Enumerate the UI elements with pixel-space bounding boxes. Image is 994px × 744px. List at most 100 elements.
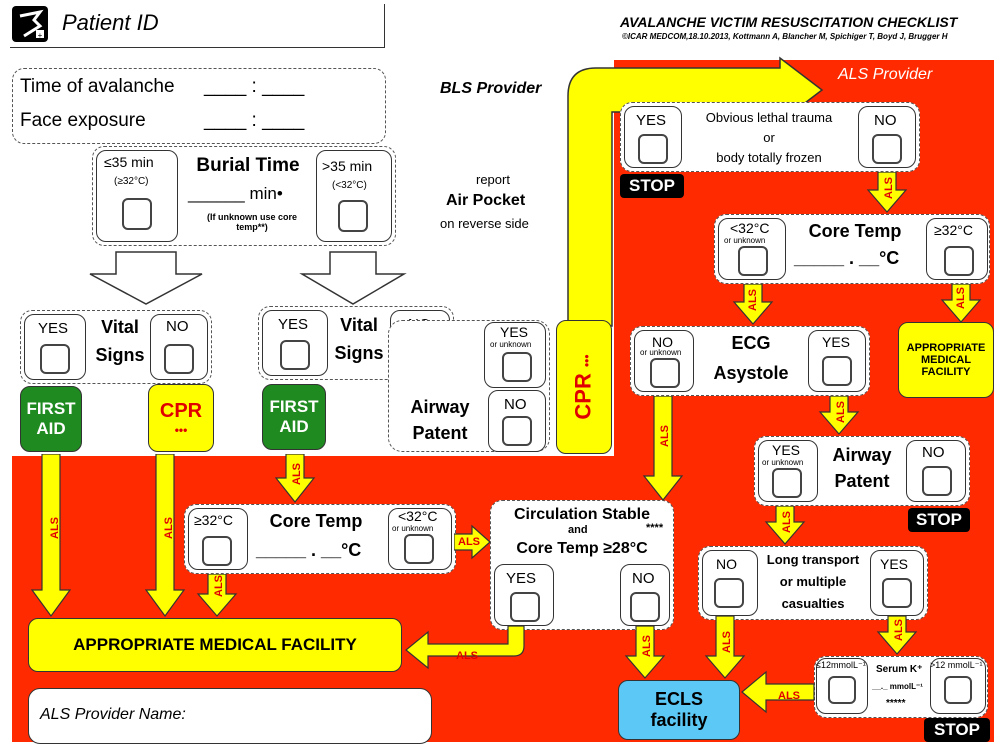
core-right-right-label: ≥32°C: [934, 222, 973, 238]
ecg-no-label: NO: [652, 334, 673, 350]
ecg-label-1: ECG: [731, 333, 771, 353]
als-tag-5: ALS: [458, 536, 480, 548]
burial-left-sub: (≥32°C): [114, 176, 149, 187]
ecls-line-1: ECLS: [654, 689, 703, 709]
patient-id-label: Patient ID: [62, 10, 159, 35]
airway-left-no-checkbox[interactable]: [502, 416, 532, 446]
core-bottom-value[interactable]: _____ . __°C: [256, 540, 362, 560]
serum-left-label: ≤12mmolL⁻¹: [816, 660, 866, 670]
airway-left-yes-option: [484, 322, 546, 388]
core-right-high-checkbox[interactable]: [944, 246, 974, 276]
core-bottom-right-sub: or unknown: [392, 524, 434, 533]
vital1-yes-checkbox[interactable]: [40, 344, 70, 374]
arrow-serum-to-ecls: [741, 670, 815, 714]
arrow-core-bottom-down: [196, 574, 238, 617]
cpr-tall-dots: •••: [580, 354, 594, 368]
checklist-title: AVALANCHE VICTIM RESUSCITATION CHECKLIST: [620, 14, 958, 30]
first-aid-1-line1: FIRST: [26, 399, 76, 418]
cpr-tall-label: CPR: [571, 373, 596, 420]
appropriate-bottom-label: APPROPRIATE MEDICAL FACILITY: [73, 635, 357, 654]
burial-long-checkbox[interactable]: [338, 200, 368, 232]
vital1-no-label: NO: [166, 318, 189, 335]
airway-left-label-1: Airway: [410, 397, 470, 417]
transport-no-checkbox[interactable]: [714, 578, 744, 608]
arrow-circulation-to-facility: [405, 626, 525, 670]
als-tag-2: ALS: [163, 517, 175, 539]
ecg-label-2: Asystole: [713, 363, 789, 383]
als-tag-16: ALS: [778, 690, 800, 702]
arrow-ecg-no-down: [642, 396, 684, 501]
serum-low-checkbox[interactable]: [828, 676, 856, 704]
serum-high-checkbox[interactable]: [944, 676, 972, 704]
vital2-yes-label: YES: [278, 316, 309, 333]
cpr-box-left: CPR•••: [148, 384, 214, 452]
airway-left-label-2: Patent: [412, 423, 468, 443]
bls-provider-label: BLS Provider: [440, 80, 542, 97]
serum-stop-badge: STOP: [924, 718, 990, 742]
core-right-low-checkbox[interactable]: [738, 246, 768, 276]
burial-short-checkbox[interactable]: [122, 198, 152, 230]
icar-logo-icon: +: [12, 6, 48, 42]
face-exposure-field[interactable]: ____ : ____: [204, 110, 305, 131]
vital2-yes-checkbox[interactable]: [280, 340, 310, 370]
first-aid-1-line2: AID: [36, 419, 66, 438]
ecg-no-checkbox[interactable]: [650, 358, 680, 388]
cpr-left-label: CPR: [159, 399, 203, 422]
als-tag-10: ALS: [659, 425, 671, 447]
cpr-tall-box: CPR •••: [556, 320, 612, 454]
als-provider-name-field[interactable]: [28, 688, 432, 744]
appropriate-medical-facility-box: APPROPRIATE MEDICAL FACILITY: [28, 618, 402, 672]
core-right-title: Core Temp: [808, 221, 902, 241]
airway-left-yes-checkbox[interactable]: [502, 352, 532, 382]
als-tag-7: ALS: [883, 177, 895, 199]
lethal-yes-checkbox[interactable]: [638, 134, 668, 164]
face-exposure-label: Face exposure: [20, 110, 146, 131]
arrow-core-right-right-down: [940, 284, 982, 323]
time-of-avalanche-field[interactable]: ____ : ____: [204, 76, 305, 97]
air-pocket-line3: on reverse side: [440, 216, 529, 231]
als-provider-label: ALS Provider: [838, 66, 933, 83]
circulation-line-1: Circulation Stable: [513, 506, 651, 523]
airway-right-yes-label: YES: [772, 442, 801, 458]
ecg-yes-label: YES: [822, 334, 851, 350]
transport-line-1: Long transport: [766, 552, 860, 567]
patient-id-box[interactable]: [10, 4, 385, 48]
airway-right-no-checkbox[interactable]: [922, 466, 952, 496]
als-tag-3: ALS: [291, 463, 303, 485]
als-tag-6: ALS: [456, 650, 478, 662]
burial-right-label: >35 min: [322, 158, 373, 174]
burial-time-value[interactable]: ______ min•: [188, 184, 283, 203]
burial-time-title: Burial Time: [196, 155, 300, 176]
circulation-no-checkbox[interactable]: [630, 592, 660, 622]
arrow-airway-right-down: [764, 506, 806, 545]
serum-value[interactable]: __._ mmolL⁻¹: [872, 682, 923, 691]
first-aid-2-line1: FIRST: [269, 397, 319, 416]
core-right-value[interactable]: _____ . __°C: [794, 248, 900, 268]
core-bottom-low-checkbox[interactable]: [404, 534, 434, 564]
vital1-no-checkbox[interactable]: [164, 344, 194, 374]
als-tag-9: ALS: [955, 287, 967, 309]
als-tag-13: ALS: [641, 635, 653, 657]
als-tag-12: ALS: [781, 511, 793, 533]
vital2-label-1: Vital: [340, 315, 378, 335]
ecg-yes-checkbox[interactable]: [822, 356, 852, 386]
lethal-no-checkbox[interactable]: [872, 134, 902, 164]
airway-right-yes-checkbox[interactable]: [772, 468, 802, 498]
core-bottom-high-checkbox[interactable]: [202, 536, 232, 566]
arrow-lethal-down: [866, 172, 908, 213]
serum-stars: *****: [886, 698, 906, 709]
circulation-yes-checkbox[interactable]: [510, 592, 540, 622]
appropriate-right-l2: MEDICAL: [920, 354, 972, 366]
vital2-label-2: Signs: [334, 343, 384, 363]
airway-left-no-label: NO: [504, 396, 527, 413]
appropriate-right-l1: APPROPRIATE: [906, 342, 986, 354]
als-tag-14: ALS: [721, 631, 733, 653]
core-bottom-title: Core Temp: [269, 511, 363, 531]
als-provider-name-label: ALS Provider Name:: [40, 706, 186, 723]
als-tag-8: ALS: [747, 289, 759, 311]
arrow-cpr-left-down: [144, 454, 186, 618]
arrow-circulation-no-down: [624, 626, 666, 679]
transport-yes-checkbox[interactable]: [882, 578, 912, 608]
